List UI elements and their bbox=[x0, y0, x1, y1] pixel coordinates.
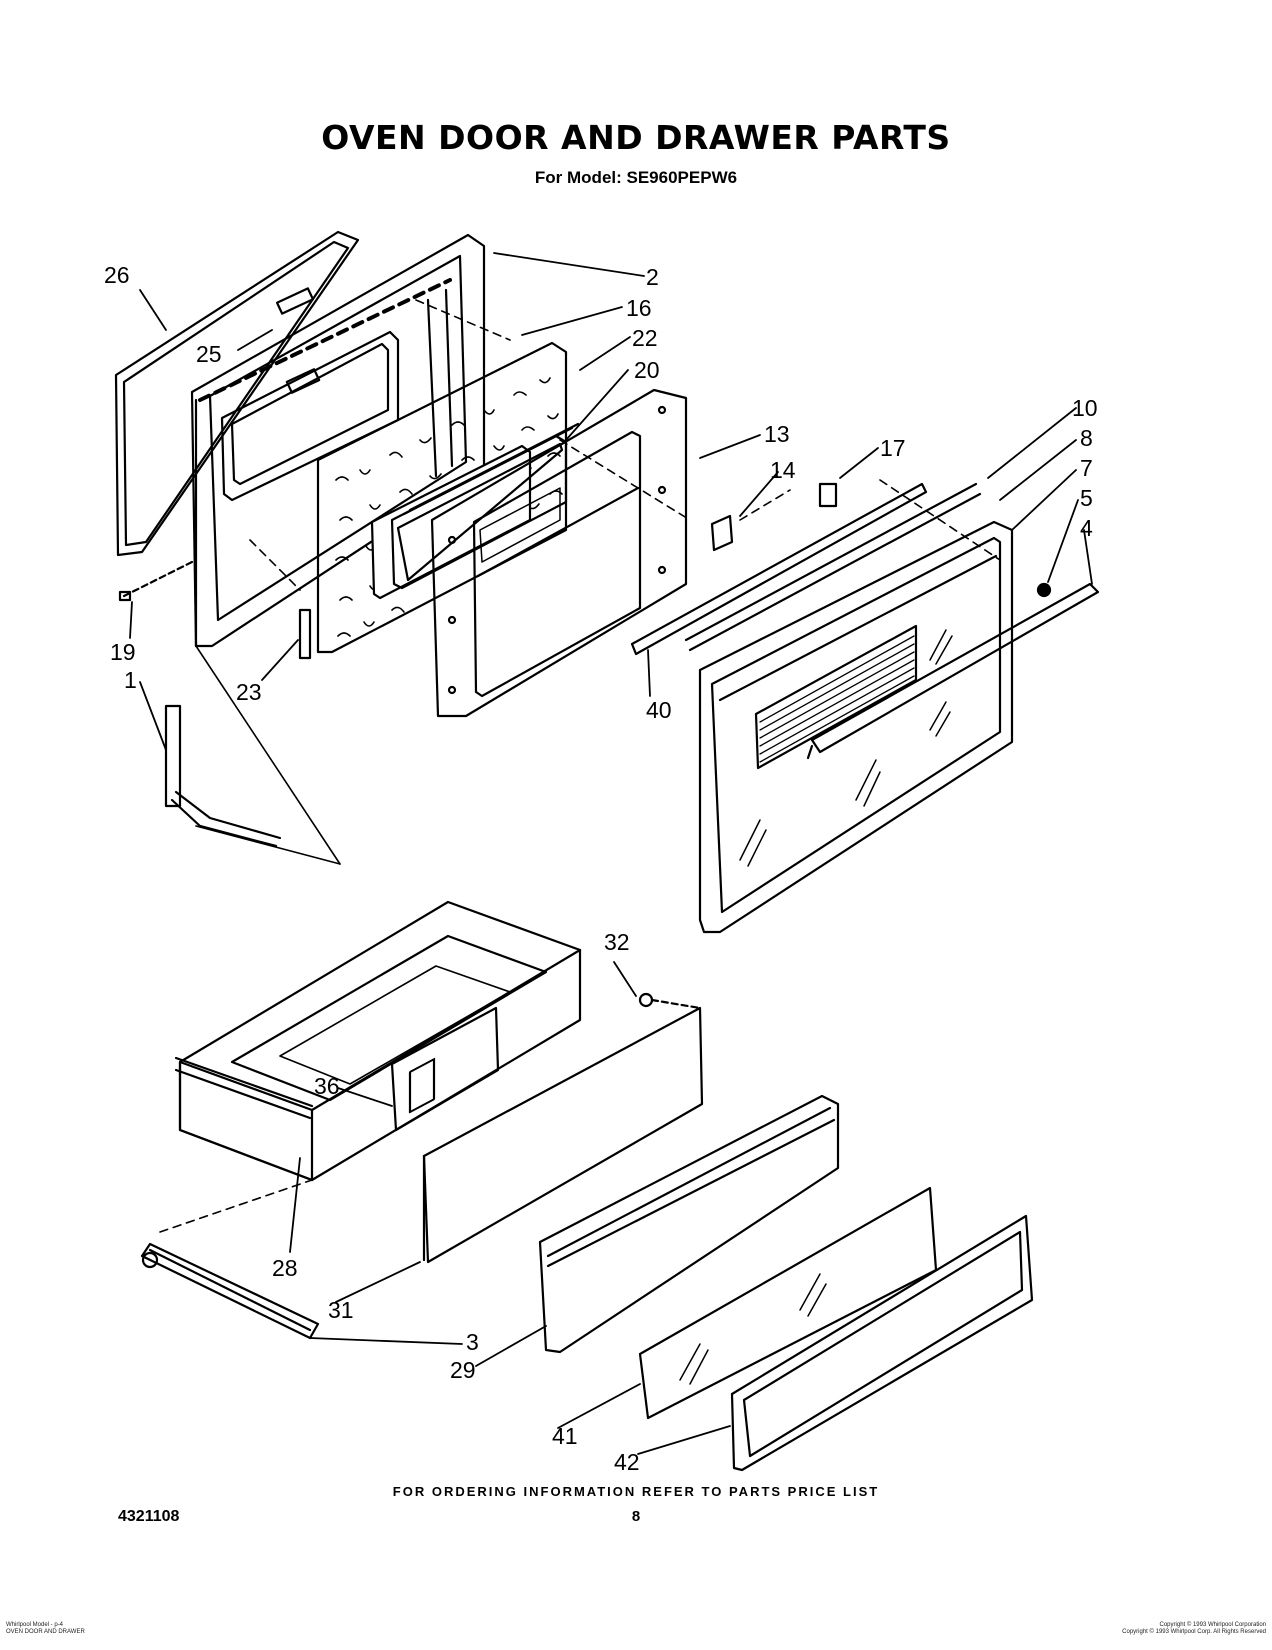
footer-copyright-line1: Copyright © 1993 Whirlpool Corporation bbox=[1159, 1622, 1266, 1628]
callout-leader-lines bbox=[129, 252, 1093, 1455]
ordering-info-note: FOR ORDERING INFORMATION REFER TO PARTS … bbox=[392, 1484, 880, 1499]
door-clip bbox=[298, 608, 312, 660]
callout-2: 2 bbox=[646, 264, 659, 290]
callout-25: 25 bbox=[196, 341, 222, 367]
callout-10: 10 bbox=[1072, 395, 1098, 421]
drawer-slide-rail bbox=[140, 1179, 320, 1340]
callout-numbers: 26 2 16 22 25 20 10 13 8 17 7 14 5 4 19 … bbox=[104, 262, 1098, 1475]
callout-29: 29 bbox=[450, 1357, 476, 1383]
footer-small-left: Whirlpool Model - p-4 OVEN DOOR AND DRAW… bbox=[6, 1622, 85, 1636]
door-outer-frame bbox=[430, 388, 688, 718]
callout-17: 17 bbox=[880, 435, 906, 461]
callout-23: 23 bbox=[236, 679, 262, 705]
door-glass-pack bbox=[390, 422, 580, 590]
assembly-guide-lines bbox=[249, 299, 1001, 591]
callout-40: 40 bbox=[646, 697, 672, 723]
drawer-front-panel bbox=[538, 1094, 840, 1354]
document-number: 4321108 bbox=[118, 1508, 180, 1525]
door-bumper bbox=[818, 482, 838, 508]
drawer-screw bbox=[638, 992, 702, 1010]
insulation-pad bbox=[316, 341, 568, 654]
door-handle bbox=[806, 582, 1100, 760]
callout-31: 31 bbox=[328, 1297, 354, 1323]
drawer-bracket bbox=[390, 1006, 500, 1132]
callout-8: 8 bbox=[1080, 425, 1093, 451]
door-side-trim bbox=[630, 482, 928, 656]
hinge-bracket bbox=[710, 514, 734, 552]
callout-41: 41 bbox=[552, 1423, 578, 1449]
outer-door-panel bbox=[684, 482, 1014, 934]
callout-4: 4 bbox=[1080, 515, 1093, 541]
callout-32: 32 bbox=[604, 929, 630, 955]
callout-22: 22 bbox=[632, 325, 658, 351]
callout-20: 20 bbox=[634, 357, 660, 383]
drawer-body bbox=[174, 900, 582, 1182]
door-liner-panel bbox=[114, 230, 360, 557]
page-title: OVEN DOOR AND DRAWER PARTS bbox=[321, 118, 951, 157]
callout-26: 26 bbox=[104, 262, 130, 288]
callout-14: 14 bbox=[770, 457, 796, 483]
footer-copyright-line2: Copyright © 1993 Whirlpool Corp. All Rig… bbox=[1122, 1629, 1266, 1635]
footer-copyright: Copyright © 1993 Whirlpool Corporation C… bbox=[1122, 1622, 1266, 1636]
page-number: 8 bbox=[631, 1508, 641, 1525]
callout-7: 7 bbox=[1080, 455, 1093, 481]
callout-3: 3 bbox=[466, 1329, 479, 1355]
callout-36: 36 bbox=[314, 1073, 340, 1099]
door-screw bbox=[118, 558, 198, 602]
model-subtitle: For Model: SE960PEPW6 bbox=[534, 168, 738, 187]
callout-16: 16 bbox=[626, 295, 652, 321]
drawer-back-panel bbox=[422, 1006, 704, 1264]
drawer-trim-frame bbox=[730, 1214, 1034, 1472]
callout-28: 28 bbox=[272, 1255, 298, 1281]
callout-5: 5 bbox=[1080, 485, 1093, 511]
door-hinge bbox=[164, 645, 341, 865]
footer-small-left-line2: OVEN DOOR AND DRAWER bbox=[6, 1629, 85, 1635]
callout-19: 19 bbox=[110, 639, 136, 665]
callout-1: 1 bbox=[124, 667, 137, 693]
callout-42: 42 bbox=[614, 1449, 640, 1475]
footer-small-left-line1: Whirlpool Model - p-4 bbox=[6, 1622, 64, 1628]
callout-13: 13 bbox=[764, 421, 790, 447]
